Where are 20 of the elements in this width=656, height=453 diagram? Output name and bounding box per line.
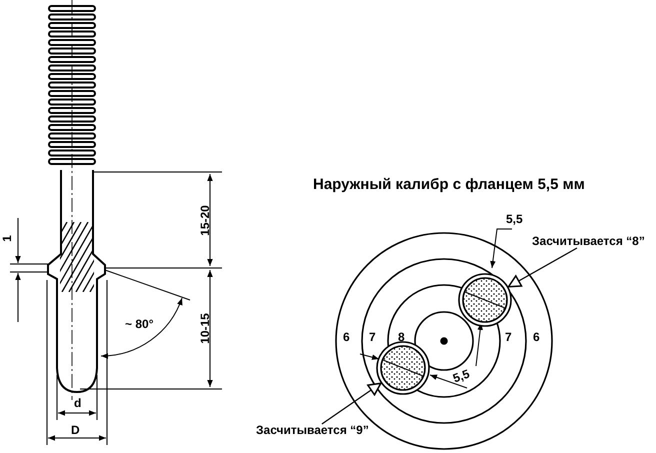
ring-number: 8: [398, 331, 405, 344]
hole-mark: [458, 273, 512, 327]
dimension-value: 1: [0, 235, 14, 242]
dimension-value: 5,5: [451, 368, 472, 386]
hole-mark: [376, 341, 430, 395]
ring-number: 7: [369, 331, 376, 344]
callout-text: Засчитывается “8”: [532, 235, 645, 248]
diagram-title: Наружный калибр с фланцем 5,5 мм: [313, 176, 585, 193]
dimension-value: D: [71, 424, 80, 437]
callout-text: Засчитывается “9”: [256, 424, 369, 437]
dimension-value: 10-15: [198, 313, 212, 344]
dimension-value: 5,5: [506, 213, 523, 226]
ring-number: 6: [343, 331, 350, 344]
ring-number: 7: [505, 331, 512, 344]
ring-number: 6: [533, 331, 540, 344]
dimension-value: 15-20: [198, 205, 212, 236]
dimension-value: d: [74, 397, 82, 410]
leader-line: [322, 382, 382, 424]
leader-line: [508, 247, 578, 288]
angle-value: ~ 80°: [125, 318, 154, 331]
